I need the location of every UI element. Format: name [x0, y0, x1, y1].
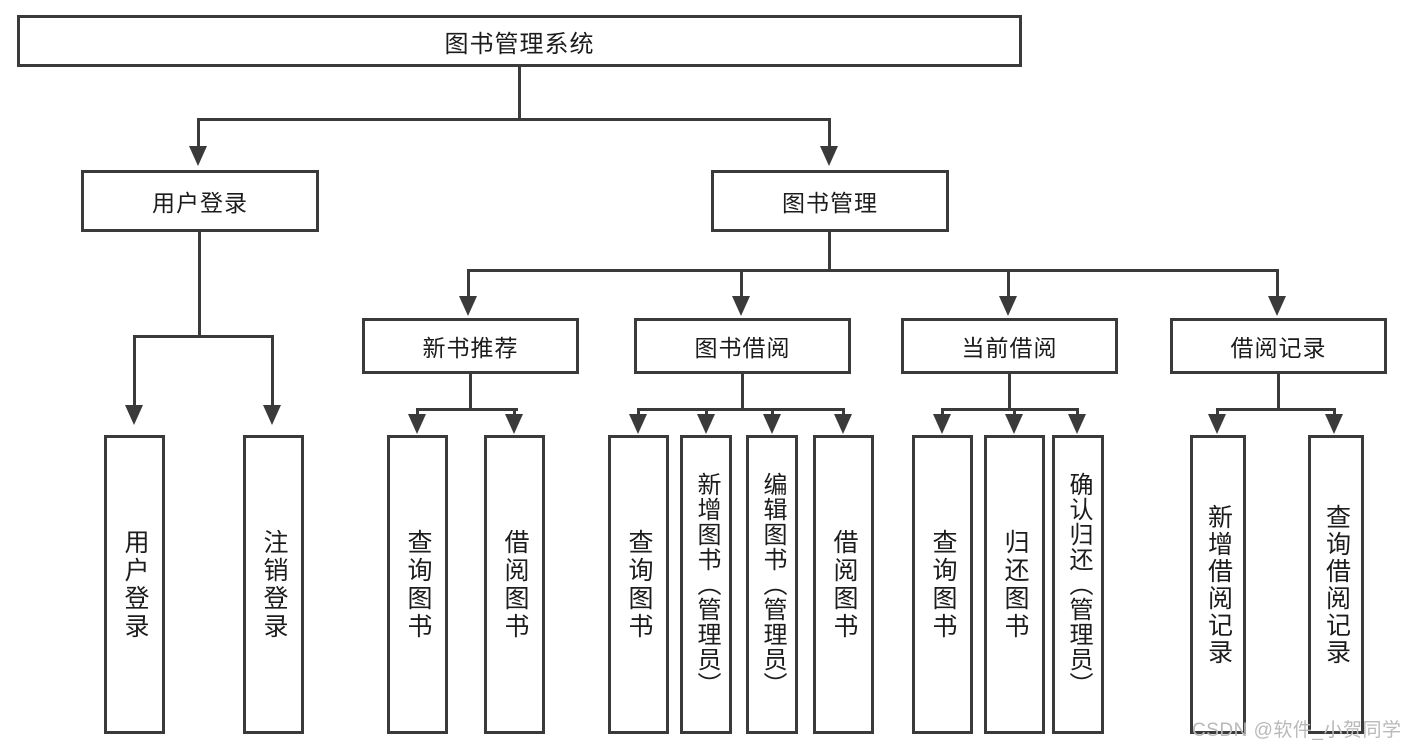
arrowhead-leaf-edit-book [763, 414, 781, 434]
leaf-borrow-book-1[interactable]: 借阅图书 [484, 435, 545, 734]
arrowhead-leaf-borrow-book-1 [505, 414, 523, 434]
arrowhead-leaf-query-record [1325, 414, 1343, 434]
node-current-borrow[interactable]: 当前借阅 [901, 318, 1118, 374]
connector-to-book-borrow [740, 269, 743, 297]
arrowhead-leaf-query-book-1 [408, 414, 426, 434]
connector-book-manage-stem [828, 232, 831, 271]
node-root-system[interactable]: 图书管理系统 [17, 15, 1022, 67]
connector-new-book-c1 [416, 408, 419, 416]
leaf-add-record[interactable]: 新增借阅记录 [1190, 435, 1246, 734]
arrowhead-leaf-user-logout [263, 405, 281, 425]
connector-book-borrow-c2 [705, 408, 708, 416]
leaf-query-book-3[interactable]: 查询图书 [912, 435, 973, 734]
arrowhead-leaf-add-record [1208, 414, 1226, 434]
arrowhead-current-borrow [999, 296, 1017, 316]
arrowhead-book-borrow [732, 296, 750, 316]
connector-borrow-record-c1 [1216, 408, 1219, 416]
connector-new-book-bus [416, 408, 518, 411]
connector-to-current-borrow [1007, 269, 1010, 297]
arrowhead-leaf-query-book-2 [629, 414, 647, 434]
connector-user-login-stem [198, 232, 201, 335]
leaf-edit-book[interactable]: 编辑图书（管理员） [746, 435, 798, 734]
arrowhead-leaf-return-book [1005, 414, 1023, 434]
connector-book-borrow-c3 [771, 408, 774, 416]
connector-borrow-record-stem [1277, 374, 1280, 410]
leaf-borrow-book-2[interactable]: 借阅图书 [813, 435, 874, 734]
leaf-confirm-return[interactable]: 确认归还（管理员） [1052, 435, 1104, 734]
connector-root-stem [518, 67, 521, 118]
connector-current-borrow-bus [941, 408, 1078, 411]
connector-book-borrow-c1 [637, 408, 640, 416]
connector-to-borrow-record [1276, 269, 1279, 297]
connector-book-borrow-bus [637, 408, 845, 411]
connector-borrow-record-bus [1216, 408, 1336, 411]
connector-current-borrow-c3 [1076, 408, 1079, 416]
arrowhead-book-manage [820, 146, 838, 166]
connector-current-borrow-stem [1008, 374, 1011, 410]
connector-new-book-c2 [513, 408, 516, 416]
connector-current-borrow-c1 [941, 408, 944, 416]
leaf-query-record[interactable]: 查询借阅记录 [1308, 435, 1364, 734]
connector-level3-bus [467, 269, 1279, 272]
leaf-user-logout[interactable]: 注销登录 [243, 435, 304, 734]
connector-current-borrow-c2 [1013, 408, 1016, 416]
leaf-return-book[interactable]: 归还图书 [984, 435, 1045, 734]
connector-book-borrow-c4 [842, 408, 845, 416]
node-book-manage[interactable]: 图书管理 [711, 170, 949, 232]
arrowhead-leaf-borrow-book-2 [834, 414, 852, 434]
leaf-user-login[interactable]: 用户登录 [104, 435, 165, 734]
connector-user-login-child2 [271, 335, 274, 407]
connector-to-new-book-recommend [467, 269, 470, 297]
connector-user-login-bus [133, 335, 273, 338]
node-borrow-record[interactable]: 借阅记录 [1170, 318, 1387, 374]
connector-root-bus [197, 118, 831, 121]
watermark-csdn: CSDN @软件_小贺同学 [1192, 720, 1402, 741]
node-book-borrow[interactable]: 图书借阅 [634, 318, 851, 374]
arrowhead-leaf-confirm-return [1068, 414, 1086, 434]
node-new-book-recommend[interactable]: 新书推荐 [362, 318, 579, 374]
arrowhead-user-login [189, 146, 207, 166]
arrowhead-new-book-recommend [459, 296, 477, 316]
connector-user-login-child1 [133, 335, 136, 407]
connector-new-book-stem [469, 374, 472, 410]
arrowhead-leaf-query-book-3 [933, 414, 951, 434]
leaf-query-book-2[interactable]: 查询图书 [608, 435, 669, 734]
leaf-query-book-1[interactable]: 查询图书 [387, 435, 448, 734]
connector-to-user-login [197, 118, 200, 148]
connector-to-book-manage [828, 118, 831, 148]
arrowhead-borrow-record [1268, 296, 1286, 316]
arrowhead-leaf-add-book [697, 414, 715, 434]
node-user-login[interactable]: 用户登录 [81, 170, 319, 232]
arrowhead-leaf-user-login [125, 405, 143, 425]
connector-borrow-record-c2 [1333, 408, 1336, 416]
leaf-add-book[interactable]: 新增图书（管理员） [680, 435, 732, 734]
connector-book-borrow-stem [741, 374, 744, 410]
